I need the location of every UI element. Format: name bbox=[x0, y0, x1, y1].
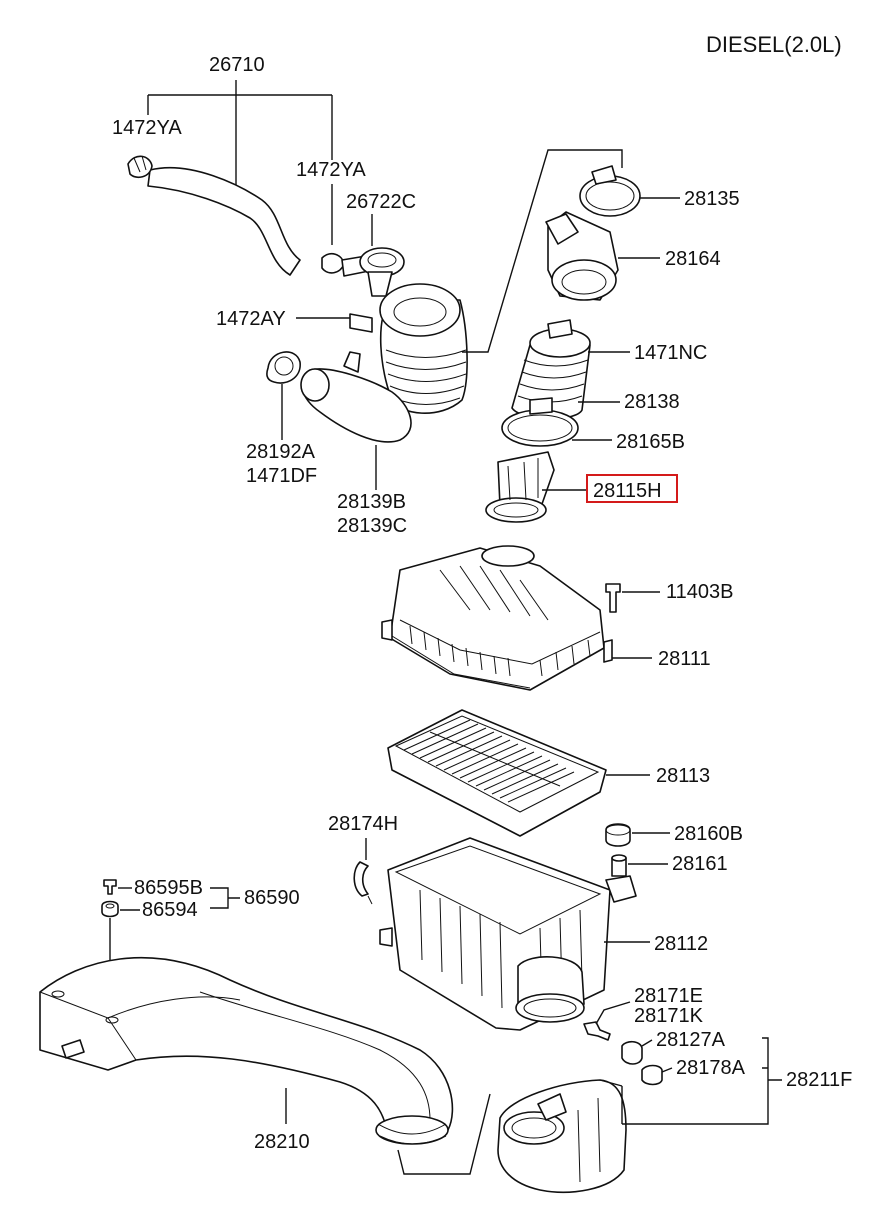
label-11403b: 11403B bbox=[666, 581, 733, 603]
label-1472ya-right: 1472YA bbox=[296, 159, 366, 181]
collar-28178a-shape bbox=[641, 1064, 663, 1086]
label-28161: 28161 bbox=[672, 853, 728, 875]
label-86590: 86590 bbox=[244, 887, 300, 909]
grommet-group bbox=[605, 823, 631, 877]
bracket-86590-group bbox=[101, 879, 119, 918]
diagram-title: DIESEL(2.0L) bbox=[706, 32, 842, 57]
air-cleaner-cover-group bbox=[381, 545, 621, 691]
label-86594: 86594 bbox=[142, 899, 198, 921]
clamp-1471nc-shape bbox=[547, 319, 573, 339]
label-28160b: 28160B bbox=[674, 823, 743, 845]
label-28171k: 28171K bbox=[634, 1005, 704, 1027]
label-28113: 28113 bbox=[656, 765, 710, 787]
clamp-left-shape bbox=[127, 155, 153, 179]
intake-hose-28210-group bbox=[39, 956, 454, 1145]
intake-hose-28210-shape bbox=[39, 956, 454, 1137]
resonator-28211f-shape bbox=[497, 1079, 627, 1193]
label-28127a: 28127A bbox=[656, 1029, 726, 1051]
label-28192a: 28192A bbox=[246, 441, 316, 463]
label-1471nc: 1471NC bbox=[634, 342, 707, 364]
cover-28111-shape bbox=[389, 547, 605, 691]
breather-hose-shape bbox=[147, 166, 301, 276]
resonator-28115h-shape bbox=[497, 451, 555, 507]
label-1471df: 1471DF bbox=[246, 465, 317, 487]
air-hose-group bbox=[501, 319, 591, 447]
clamp-right-shape bbox=[321, 252, 345, 274]
breather-hose-group bbox=[127, 80, 405, 297]
air-cleaner-body-group bbox=[379, 837, 637, 1041]
label-28178a: 28178A bbox=[676, 1057, 746, 1079]
label-28171e: 28171E bbox=[634, 985, 703, 1007]
label-28115h[interactable]: 28115H bbox=[593, 480, 662, 502]
airflow-sensor-group bbox=[545, 165, 641, 301]
intake-duct-mouth bbox=[379, 283, 461, 337]
label-28112: 28112 bbox=[654, 933, 708, 955]
filter-element-group bbox=[387, 709, 607, 837]
label-28135: 28135 bbox=[684, 188, 740, 210]
bolt-28171-shape bbox=[583, 1021, 611, 1041]
label-28174h: 28174H bbox=[328, 813, 398, 835]
label-1472ya-left: 1472YA bbox=[112, 117, 182, 139]
label-28139b: 28139B bbox=[337, 491, 406, 513]
label-28164: 28164 bbox=[665, 248, 721, 270]
resonator-28211f-group bbox=[497, 1040, 663, 1193]
resonator-28115h-group bbox=[485, 451, 555, 523]
mount-28127a-shape bbox=[621, 1040, 643, 1065]
label-26710: 26710 bbox=[209, 54, 265, 76]
intake-duct-group bbox=[300, 283, 468, 443]
clamp-28192a-shape bbox=[266, 351, 301, 384]
label-28165b: 28165B bbox=[616, 431, 685, 453]
label-1472ay: 1472AY bbox=[216, 308, 286, 330]
label-28111: 28111 bbox=[658, 648, 711, 670]
clip-28174h-shape bbox=[353, 861, 369, 897]
filter-28113-shape bbox=[387, 709, 607, 837]
bolt-11403b-shape bbox=[605, 583, 621, 613]
label-28210: 28210 bbox=[254, 1131, 310, 1153]
label-28211f: 28211F bbox=[786, 1069, 852, 1091]
label-26722c: 26722C bbox=[346, 191, 416, 213]
label-28138: 28138 bbox=[624, 391, 680, 413]
highlight-box-28115h bbox=[586, 474, 678, 503]
label-86595b: 86595B bbox=[134, 877, 203, 899]
screw-86595b-shape bbox=[103, 879, 117, 895]
label-28139c: 28139C bbox=[337, 515, 407, 537]
